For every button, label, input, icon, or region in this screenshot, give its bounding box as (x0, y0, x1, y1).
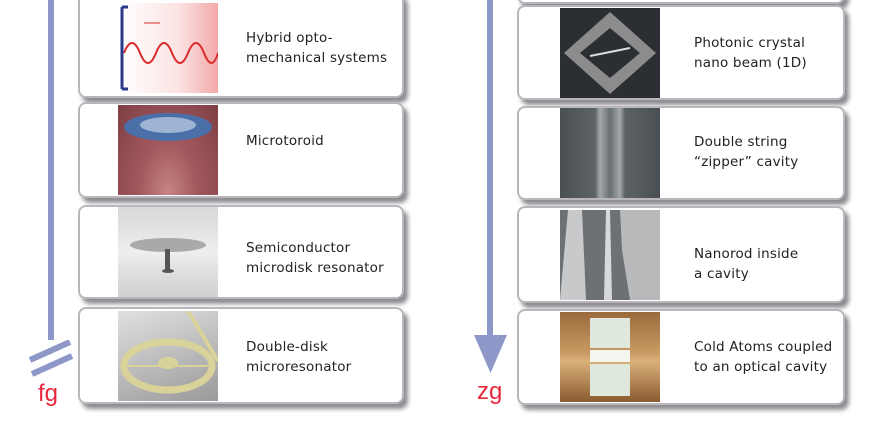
item-label: Microtoroid (246, 133, 324, 149)
card-zipper-cavity: Double string“zipper” cavity (517, 106, 845, 200)
microtoroid-image (118, 105, 218, 195)
cold-atoms-image (560, 312, 660, 402)
card-microtoroid: Microtoroid (78, 102, 404, 198)
fg-label: fg (38, 380, 59, 407)
nanorod-image (560, 209, 660, 300)
fg-axis-line (48, 0, 54, 340)
item-label: Hybrid opto-mechanical systems (246, 30, 388, 66)
photonic-crystal-image (560, 7, 660, 98)
zg-axis-line (487, 0, 493, 345)
item-label: Double string“zipper” cavity (694, 134, 799, 170)
card-hybrid-optomechanical: Hybrid opto-mechanical systems (78, 0, 404, 98)
zg-label: zg (477, 378, 503, 405)
hybrid-system-image (118, 3, 218, 93)
axis-break-icon (26, 339, 76, 380)
microdisk-image (118, 207, 218, 297)
zipper-cavity-image (560, 108, 660, 198)
arrow-down-icon (474, 335, 507, 379)
double-disk-image (118, 310, 218, 401)
card-top-cut (517, 0, 845, 4)
